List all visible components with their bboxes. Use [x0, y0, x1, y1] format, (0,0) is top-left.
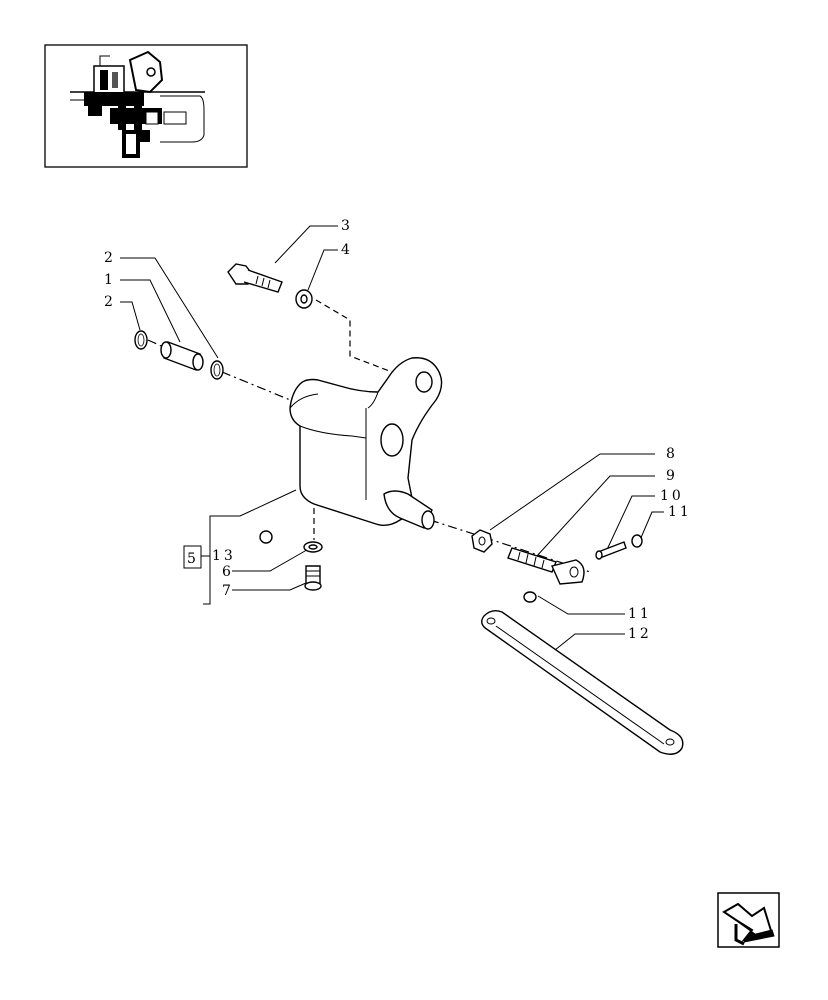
- link-bar-part-12: [481, 609, 684, 755]
- callout-2: 2: [104, 294, 116, 310]
- callout-11-upper: 11: [668, 504, 692, 520]
- callout-3: 3: [341, 218, 353, 234]
- clevis-rod-part-9: [507, 547, 585, 585]
- washer-part-6: [303, 541, 323, 553]
- callout-1: 1: [104, 272, 116, 288]
- callout-6: 6: [222, 564, 234, 580]
- bushing-part-1: [160, 341, 204, 371]
- o-ring-part-2-right: [210, 360, 224, 380]
- lever-housing-part-5: [289, 357, 443, 530]
- callout-10: 10: [660, 488, 684, 504]
- callout-11-lower: 11: [628, 606, 652, 622]
- callout-5-box: 5: [183, 545, 202, 569]
- next-page-arrow-icon: [722, 902, 775, 946]
- next-page-button[interactable]: [717, 892, 780, 948]
- pin-part-10: [595, 541, 627, 560]
- callout-13: 13: [212, 548, 236, 564]
- clip-part-11-lower: [523, 591, 537, 603]
- callout-12: 12: [628, 626, 652, 642]
- callout-2-top: 2: [104, 250, 116, 266]
- assembly-thumbnail-icon: [70, 50, 205, 158]
- callout-9: 9: [666, 468, 678, 484]
- leader-lines: [120, 225, 664, 651]
- bolt-part-3: [227, 263, 283, 293]
- clip-part-11-upper: [631, 534, 643, 548]
- callout-8: 8: [666, 446, 678, 462]
- washer-part-4: [295, 289, 313, 309]
- callout-4: 4: [341, 242, 353, 258]
- overview-thumbnail: [44, 44, 248, 168]
- callout-7: 7: [222, 583, 234, 599]
- nut-part-8: [471, 529, 493, 553]
- callout-5: 5: [187, 551, 199, 567]
- o-ring-part-2-left: [134, 330, 148, 350]
- screw-part-7: [304, 565, 322, 591]
- ball-part-13: [259, 530, 273, 544]
